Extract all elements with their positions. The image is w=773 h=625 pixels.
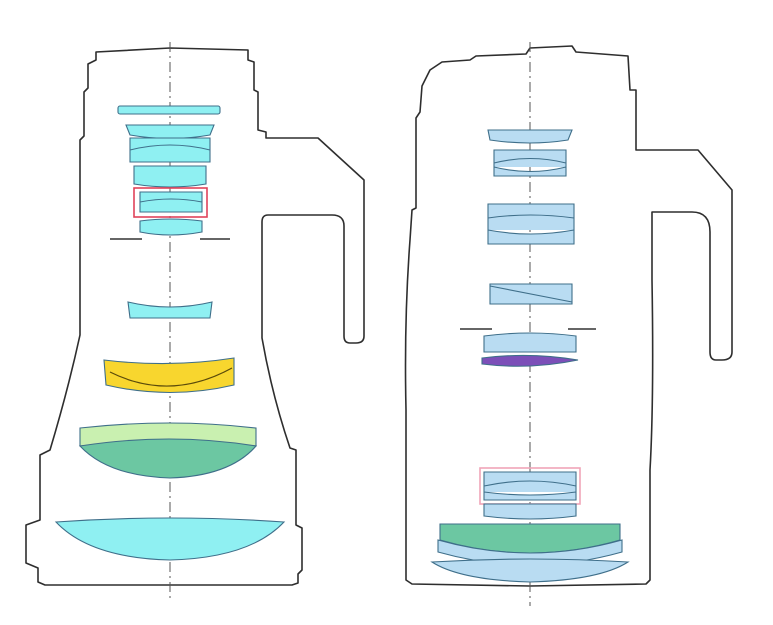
left-lens [25,42,365,598]
left-lens-element-2 [125,124,215,140]
right-lens-barrel-outline [404,45,733,587]
left-lens-element-3 [129,137,211,163]
right-lens-element-4 [489,283,573,305]
left-lens-element-7 [127,301,213,319]
right-lens-element-6 [481,354,579,367]
left-lens-element-10 [78,438,258,479]
right-lens [404,42,733,606]
left-lens-element-6 [139,218,203,236]
left-lens-element-8 [103,357,235,394]
right-lens-element-7 [483,471,577,501]
right-lens-element-3 [487,203,575,245]
right-lens-element-11 [430,558,630,583]
left-lens-element-11 [54,517,286,561]
right-lens-element-2 [493,149,567,177]
right-lens-element-5 [483,332,577,353]
right-lens-element-8 [483,503,577,520]
left-lens-barrel-outline [25,47,365,586]
left-lens-element-5 [139,191,203,213]
left-lens-element-1 [117,105,221,115]
left-lens-element-8-curve [109,367,233,387]
right-lens-element-1 [487,129,573,144]
left-lens-element-4 [133,165,207,188]
left-lens-highlight-frame [133,187,208,218]
